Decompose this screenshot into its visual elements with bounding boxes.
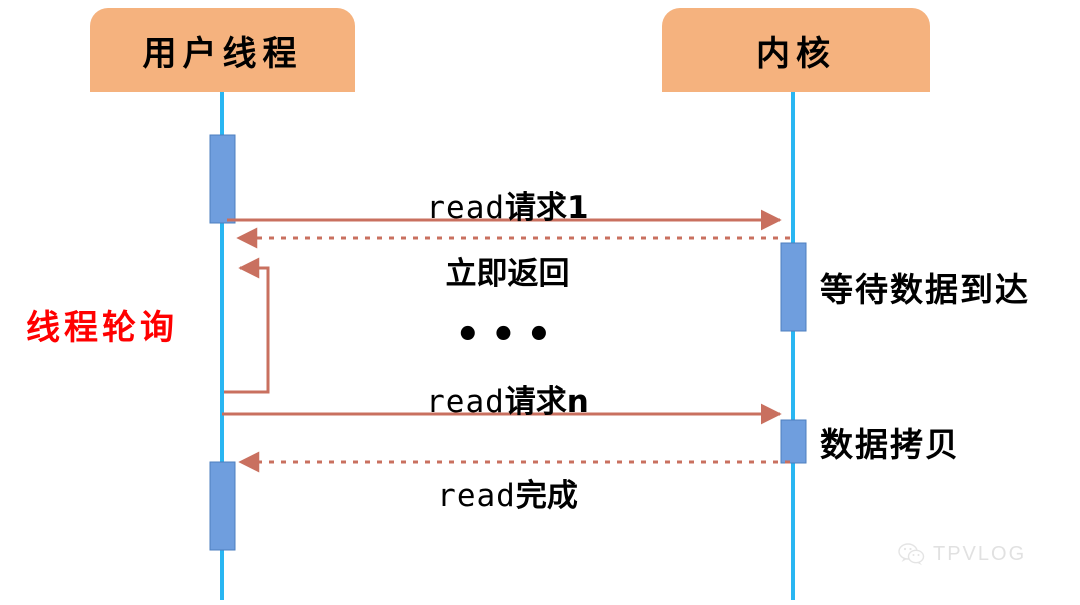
message-label-read-complete-cjk: 完成: [515, 478, 578, 514]
watermark: TPVLOG: [898, 542, 1026, 566]
participant-header-user-thread: 用户线程: [90, 8, 355, 92]
message-ellipsis: •••: [455, 312, 562, 358]
note-thread-polling: 线程轮询: [26, 308, 178, 348]
activation-bar-kernel-1: [780, 242, 807, 332]
message-label-read-request-1: read请求1: [222, 182, 793, 227]
wechat-icon: [898, 543, 925, 566]
message-label-read-request-1-latin: read: [426, 190, 506, 226]
message-label-immediate-return: 立即返回: [222, 248, 793, 293]
activation-bar-user-2: [209, 461, 236, 551]
activation-bar-user-1: [209, 134, 236, 224]
activation-bar-kernel-2: [780, 419, 807, 464]
message-label-read-complete-latin: read: [437, 478, 516, 514]
participant-label-kernel: 内核: [756, 33, 836, 74]
message-label-read-request-n-latin: read: [426, 384, 505, 420]
message-label-immediate-return-cjk: 立即返回: [445, 256, 570, 292]
message-label-read-request-n: read请求n: [222, 376, 793, 421]
arrow-poll-loop: [224, 257, 270, 394]
participant-header-kernel: 内核: [662, 8, 930, 92]
note-waiting-for-data: 等待数据到达: [820, 270, 1030, 309]
message-label-read-request-1-cjk: 请求1: [505, 190, 589, 226]
watermark-label: TPVLOG: [933, 542, 1027, 565]
message-label-read-complete: read完成: [222, 470, 793, 515]
participant-label-user-thread: 用户线程: [142, 33, 303, 74]
note-data-copy: 数据拷贝: [820, 425, 960, 464]
message-label-read-request-n-cjk: 请求n: [504, 384, 589, 420]
